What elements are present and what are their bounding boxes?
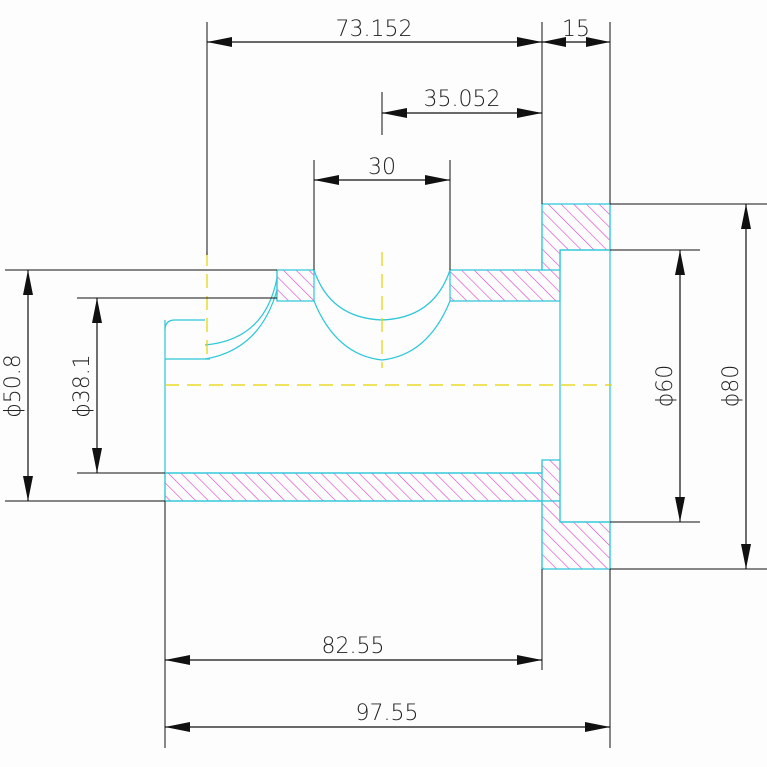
dim-label-phi-38-1: ϕ38.1 (70, 354, 95, 418)
extension-lines (5, 22, 767, 748)
dim-label-35-052: 35.052 (424, 87, 501, 112)
hatch-flange-top (541, 203, 611, 271)
dim-label-30: 30 (368, 155, 396, 180)
outline-corner (164, 319, 176, 331)
hatch-top-left-wall (276, 269, 315, 302)
dim-label-97-55: 97.55 (356, 701, 419, 726)
dim-label-phi-60: ϕ60 (653, 365, 678, 408)
dimension-labels: 73.152 15 35.052 30 82.55 97.55 ϕ50.8 ϕ3… (1, 17, 744, 726)
centerlines (165, 252, 612, 386)
part-geometry (164, 203, 611, 570)
dimension-lines (23, 37, 751, 732)
dim-label-82-55: 82.55 (322, 634, 385, 659)
intersection-curve-left-1 (204, 277, 278, 346)
intersection-curve-left-2 (204, 289, 278, 360)
dim-label-73-152: 73.152 (336, 17, 413, 42)
hatch-bottom-wall (164, 459, 561, 502)
dim-label-15: 15 (562, 17, 590, 42)
hatch-flange-bottom (541, 500, 611, 570)
hole-curve-lower (313, 300, 451, 361)
dim-label-phi-50-8: ϕ50.8 (1, 354, 26, 418)
dim-label-phi-80: ϕ80 (719, 365, 744, 408)
